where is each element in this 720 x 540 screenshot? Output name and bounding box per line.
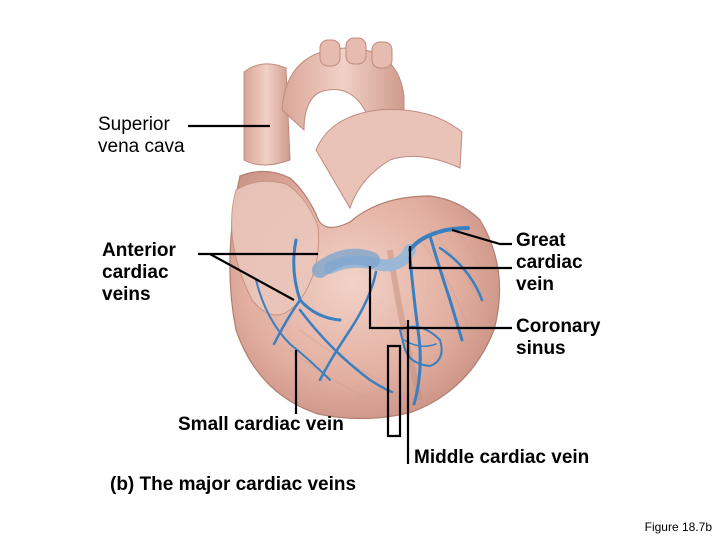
label-great-cardiac-vein: Great cardiac vein	[516, 230, 583, 296]
label-line: Coronary	[516, 316, 601, 337]
leader-lines	[188, 124, 512, 464]
label-line: vena cava	[98, 136, 185, 157]
label-line: cardiac	[516, 252, 583, 273]
label-line: Superior	[98, 114, 170, 135]
superior-vena-cava-vessel	[243, 63, 291, 166]
left-subclavian-artery	[371, 41, 393, 69]
label-line: vein	[516, 274, 555, 295]
leader-coronary-sinus	[368, 266, 512, 330]
label-line: Great	[516, 230, 566, 251]
label-line: veins	[102, 284, 151, 305]
label-line: sinus	[516, 338, 566, 359]
great-cardiac-vein-branch	[408, 226, 470, 252]
brachiocephalic-trunk	[319, 39, 341, 67]
middle-cardiac-vein-branch	[408, 256, 422, 406]
left-carotid-artery	[345, 37, 367, 65]
pulmonary-trunk	[315, 109, 463, 210]
label-line: cardiac	[102, 262, 169, 283]
label-middle-cardiac-vein: Middle cardiac vein	[414, 447, 590, 468]
leader-middle-cardiac-vein	[386, 344, 402, 438]
label-coronary-sinus: Coronary sinus	[516, 316, 600, 360]
label-line: Anterior	[102, 240, 176, 261]
coronary-sinus-body	[312, 248, 380, 278]
label-superior-vena-cava: Superior vena cava	[98, 114, 185, 158]
leader-great-cardiac-vein	[451, 228, 512, 246]
label-small-cardiac-vein: Small cardiac vein	[178, 414, 344, 435]
figure-number: Figure 18.7b	[644, 520, 712, 534]
small-cardiac-vein-branch	[255, 279, 331, 381]
label-anterior-cardiac-veins: Anterior cardiac veins	[102, 240, 176, 306]
figure-caption: (b) The major cardiac veins	[110, 474, 357, 495]
